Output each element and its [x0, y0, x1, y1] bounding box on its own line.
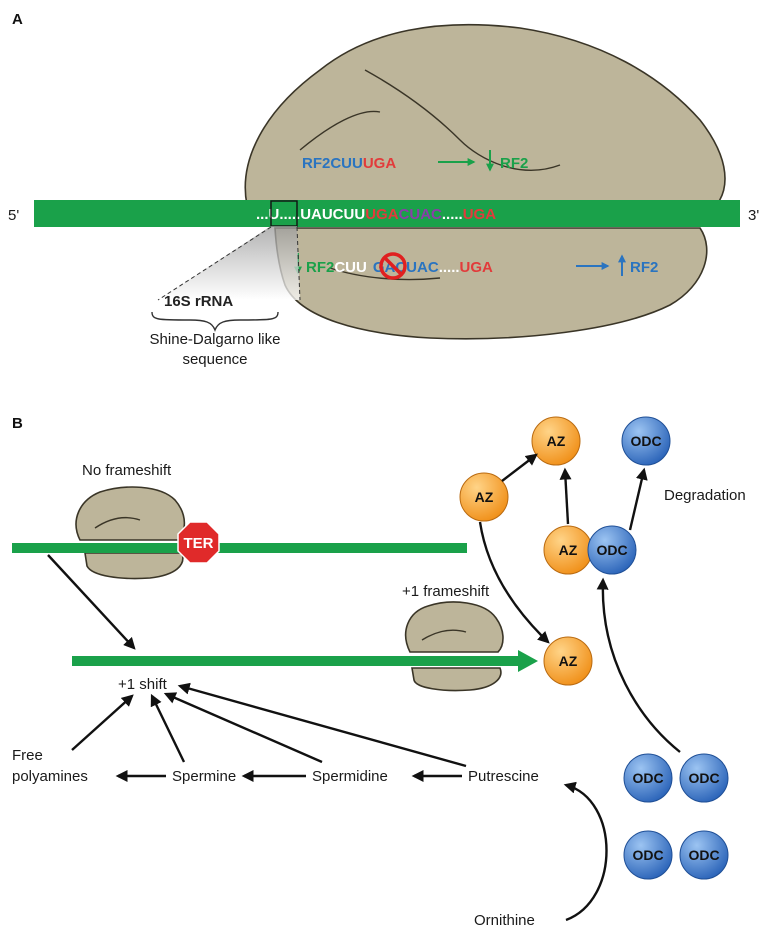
- large-ribosome: [244, 23, 726, 340]
- top-result-rf2: RF2: [500, 155, 528, 172]
- degradation-label: Degradation: [664, 487, 746, 504]
- panel-a-label: A: [12, 11, 23, 28]
- odc-bubble-top: ODC: [621, 416, 671, 466]
- mrna-seq-dots1: .....: [279, 206, 300, 223]
- mrna-seq-uga-stop: UGA: [463, 206, 497, 223]
- arrow-to-shift: [47, 554, 136, 650]
- mrna-strand-top: [12, 543, 467, 553]
- sd-callout-shade: [158, 226, 300, 300]
- sd-label-line1: Shine-Dalgarno like: [150, 331, 281, 348]
- arrow-az-left-to-top: [501, 453, 538, 482]
- odc-dimer-upper: ODC ODC: [623, 753, 729, 803]
- odc-label-d1a: ODC: [632, 770, 663, 786]
- odc-label-d2a: ODC: [632, 847, 663, 863]
- arrow-free-to-shift: [71, 694, 134, 751]
- az-label-complex: AZ: [559, 542, 578, 558]
- az-label-top: AZ: [547, 433, 566, 449]
- arrow-complex-to-odc: [628, 467, 648, 531]
- rrna-label: 16S rRNA: [164, 293, 233, 310]
- bottom-seq-dots: .....: [439, 259, 460, 276]
- odc-label-top: ODC: [630, 433, 661, 449]
- ribosome-large-subunit: [244, 23, 726, 223]
- no-frameshift-label: No frameshift: [82, 462, 172, 479]
- arrow-spermine-to-shift: [150, 693, 186, 763]
- plus1-frameshift-label: +1 frameshift: [402, 583, 490, 600]
- mrna-seq-uaucuu: UAUCUU: [300, 206, 365, 223]
- free-polyamines-label-2: polyamines: [12, 768, 88, 785]
- az-bubble-left: AZ: [459, 472, 509, 522]
- az-label-left: AZ: [475, 489, 494, 505]
- no-symbol-icon: [379, 252, 407, 280]
- mrna-strand-shift: [72, 656, 520, 666]
- sd-brace: [151, 311, 279, 332]
- mrna-strand-a: [34, 200, 740, 227]
- ribosome-frameshift: [404, 601, 504, 692]
- three-prime-label: 3': [748, 207, 759, 224]
- odc-label-complex: ODC: [596, 542, 627, 558]
- putrescine-label: Putrescine: [468, 768, 539, 785]
- ter-label: TER: [184, 535, 214, 552]
- odc-label-d2b: ODC: [688, 847, 719, 863]
- five-prime-label: 5': [8, 207, 19, 224]
- odc-dimer-lower: ODC ODC: [623, 830, 729, 880]
- arrow-az-left-to-product: [478, 521, 550, 644]
- arrow-ornithine-to-putrescine: [563, 781, 608, 922]
- spermine-label: Spermine: [172, 768, 236, 785]
- bottom-result-rf2: RF2: [630, 259, 658, 276]
- top-seq-cuu: CUU: [330, 155, 363, 172]
- arrow-putrescine-to-shift: [177, 682, 467, 768]
- free-polyamines-label-1: Free: [12, 747, 43, 764]
- az-label-product: AZ: [559, 653, 578, 669]
- arrow-complex-to-az: [559, 467, 572, 525]
- ribosome-small-subunit: [274, 227, 708, 340]
- top-sequence: RF2CUUUGA: [302, 155, 396, 172]
- mrna-seq-cuac: CUAC: [399, 206, 442, 223]
- az-bubble-product: AZ: [543, 636, 593, 686]
- bottom-seq-cuu: CUU: [334, 259, 367, 276]
- bottom-seq-rf2: RF2: [306, 259, 334, 276]
- ribosome-no-frameshift: [75, 486, 186, 580]
- ornithine-label: Ornithine: [474, 912, 535, 929]
- mrna-seq-dots2: .....: [442, 206, 463, 223]
- spermidine-label: Spermidine: [312, 768, 388, 785]
- sd-label-line2: sequence: [182, 351, 247, 368]
- mrna-seq-u: ...U: [256, 206, 279, 223]
- plus1-shift-label: +1 shift: [118, 676, 168, 693]
- odc-label-d1b: ODC: [688, 770, 719, 786]
- az-odc-complex: AZ ODC: [543, 525, 637, 575]
- arrow-spermidine-to-shift: [163, 692, 323, 764]
- mrna-arrowhead: [518, 650, 538, 672]
- panel-b-label: B: [12, 415, 23, 432]
- az-bubble-top: AZ: [531, 416, 581, 466]
- stop-sign-icon: TER: [177, 521, 220, 564]
- top-seq-uga: UGA: [363, 155, 397, 172]
- arrow-odc-dimer-to-complex: [596, 577, 681, 753]
- top-seq-rf2: RF2: [302, 155, 330, 172]
- mrna-sequence: ...U.....UAUCUUUGACUAC.....UGA: [256, 206, 496, 223]
- mrna-seq-uga: UGA: [365, 206, 399, 223]
- bottom-seq-uga: UGA: [460, 259, 494, 276]
